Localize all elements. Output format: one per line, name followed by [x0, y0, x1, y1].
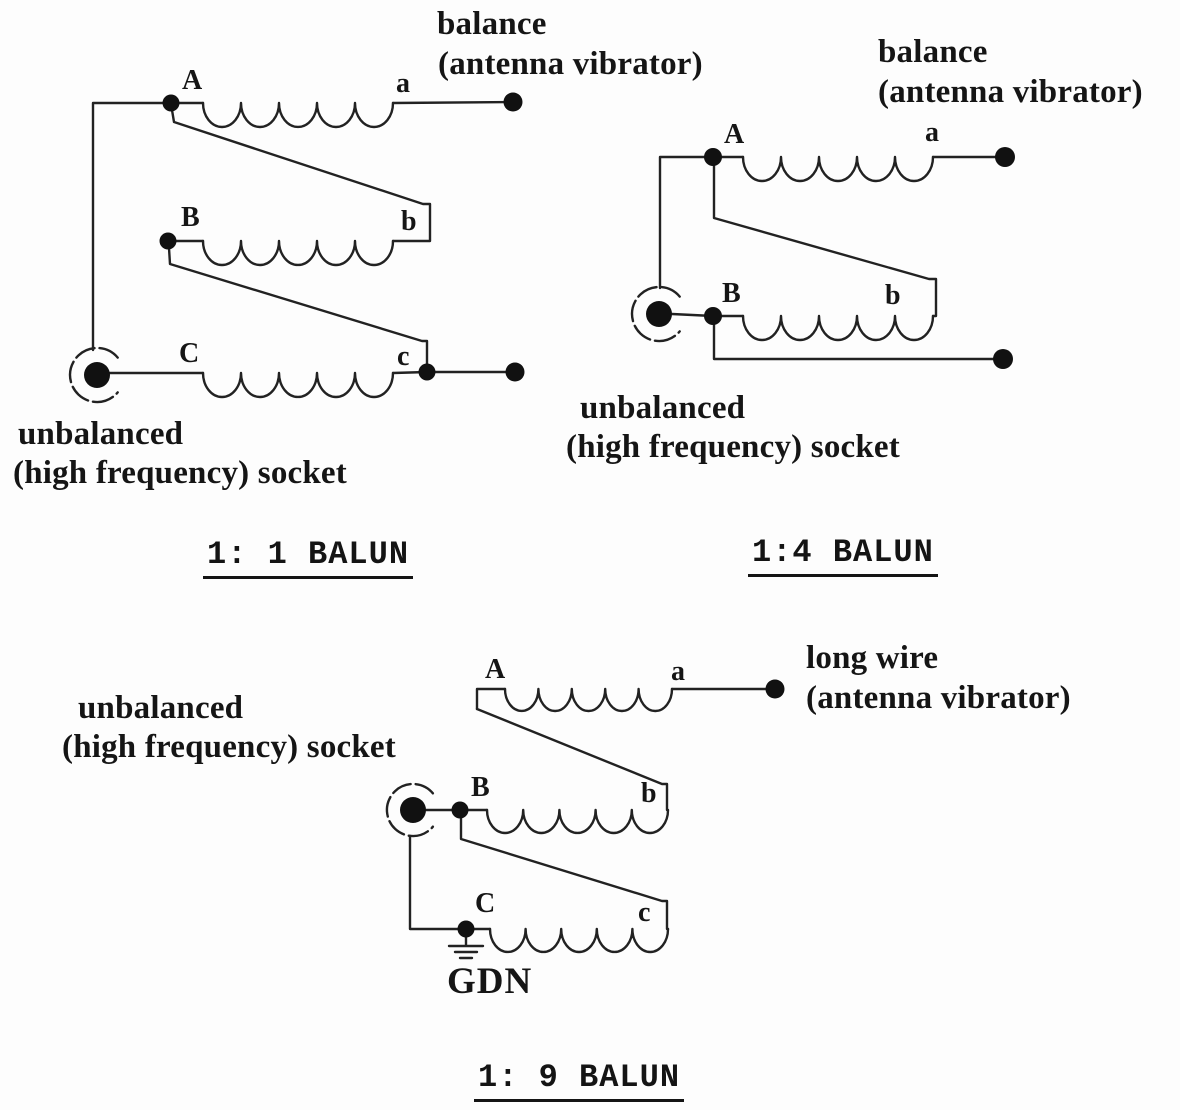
winding-label-C: C	[179, 338, 200, 369]
unbalanced-label-line2: (high frequency) socket	[13, 455, 347, 491]
diagram-title-1-9-balun: 1: 9 BALUN	[474, 1062, 685, 1102]
coil-B-winding	[201, 239, 395, 267]
junction-dot-C	[457, 920, 475, 938]
coil-B-winding	[741, 314, 935, 342]
terminal-dot-b-out	[993, 349, 1013, 369]
wire-crossover-A-b	[170, 108, 432, 243]
wire-crossover-A-b	[475, 707, 669, 812]
long-wire-label-line1: long wire	[806, 640, 939, 676]
coil-B-winding	[485, 808, 670, 835]
winding-label-a: a	[925, 117, 939, 148]
terminal-dot-a	[503, 92, 523, 112]
balance-label-line1: balance	[437, 6, 547, 42]
unbalanced-label-line2: (high frequency) socket	[62, 729, 396, 765]
wire-c-to-terminal	[391, 370, 517, 375]
unbalanced-label-line1: unbalanced	[78, 690, 244, 726]
junction-dot-B	[451, 801, 469, 819]
coil-C-winding	[488, 927, 670, 954]
wire-B-return	[712, 322, 1005, 361]
socket-ring	[630, 285, 681, 343]
socket-ring	[68, 346, 119, 404]
wire-a-to-terminal	[391, 100, 515, 105]
junction-dot-A	[704, 148, 722, 166]
socket-symbol	[630, 285, 681, 343]
long-wire-label-line2: (antenna vibrator)	[806, 680, 1071, 716]
balance-label-line2: (antenna vibrator)	[438, 46, 703, 82]
coil-A-winding	[503, 687, 674, 713]
ground-symbol	[447, 933, 485, 960]
winding-label-B: B	[722, 278, 741, 309]
junction-dot-c	[418, 363, 436, 381]
unbalanced-label-line1: unbalanced	[580, 390, 746, 426]
socket-center-pin	[400, 797, 426, 823]
junction-dot-B	[704, 307, 722, 325]
winding-label-b: b	[401, 206, 417, 237]
wire-crossover-B-c	[167, 246, 429, 374]
wire-crossover-A-b	[712, 163, 938, 318]
coil-A-winding	[201, 101, 395, 129]
diagram-title-1-1-balun: 1: 1 BALUN	[203, 539, 414, 579]
terminal-dot-c-out	[505, 362, 525, 382]
unbalanced-label-line2: (high frequency) socket	[566, 429, 900, 465]
balun-1-9-circuit	[385, 679, 785, 960]
winding-label-C: C	[475, 888, 496, 919]
winding-label-b: b	[885, 280, 901, 311]
diagram-title-1-4-balun: 1:4 BALUN	[748, 537, 938, 577]
balun-1-1-circuit	[68, 92, 525, 404]
junction-dot-B	[159, 232, 177, 250]
winding-label-a: a	[671, 656, 685, 687]
balance-label-line1: balance	[878, 34, 988, 70]
socket-center-pin	[84, 362, 110, 388]
coil-C-winding	[201, 371, 395, 399]
socket-center-pin	[646, 301, 672, 327]
winding-label-c: c	[638, 897, 651, 928]
terminal-dot-a	[995, 147, 1015, 167]
unbalanced-label-line1: unbalanced	[18, 416, 184, 452]
winding-label-A: A	[724, 119, 745, 150]
winding-label-c: c	[397, 341, 410, 372]
wire-left-rail	[91, 101, 173, 352]
balance-label-line2: (antenna vibrator)	[878, 74, 1143, 110]
socket-symbol	[68, 346, 119, 404]
wire-socket-down-rail	[408, 834, 468, 931]
winding-label-B: B	[181, 202, 200, 233]
terminal-dot-a	[765, 679, 785, 699]
winding-label-A: A	[485, 654, 506, 685]
socket-symbol	[385, 782, 435, 838]
ground-label: GDN	[447, 961, 533, 1002]
winding-label-b: b	[641, 778, 657, 809]
balun-1-4-circuit	[630, 147, 1015, 369]
winding-label-B: B	[471, 772, 490, 803]
junction-dot-A	[162, 94, 180, 112]
wire-left-rail	[658, 155, 715, 290]
coil-A-winding	[741, 155, 935, 183]
winding-label-A: A	[182, 65, 203, 96]
winding-label-a: a	[396, 68, 410, 99]
wire-bracket-A	[475, 687, 507, 711]
socket-ring	[385, 782, 435, 838]
